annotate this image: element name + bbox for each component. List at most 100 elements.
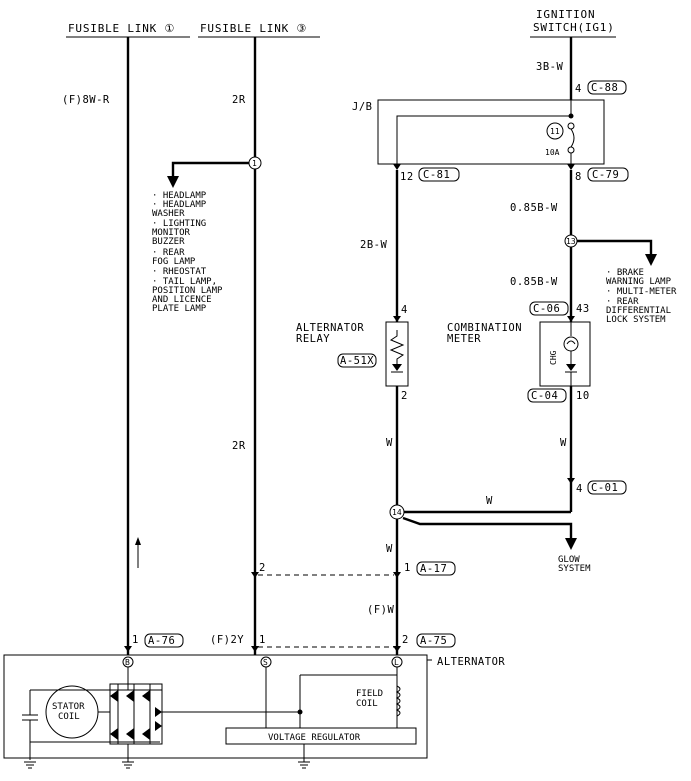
connector-a76 [144,633,184,648]
connector-a51x [337,353,377,368]
wire-label-085bw-b: 0.85B-W [510,276,558,288]
pin-2-a75: 2 [402,634,409,646]
pin-2-relay: 2 [401,390,408,402]
field-coil-icon [395,685,401,717]
wire-label-2r-mid: 2R [232,440,246,452]
connector-c04-label: C-04 [531,390,558,402]
junction-14-label: 14 [392,508,402,517]
arrow-down-icon [567,478,575,484]
field-coil-label-2: COIL [356,699,378,709]
connector-c81-label: C-81 [423,169,450,181]
wire-label-8w-r: (F)8W-R [62,94,110,106]
chg-lamp-filament [566,340,576,345]
relay-coil-icon [389,330,405,364]
arrow-down-icon [251,646,259,652]
stator-label-1: STATOR [52,702,85,712]
relay-diode-icon [392,364,402,371]
jb-label: J/B [352,101,372,113]
voltage-regulator-label: VOLTAGE REGULATOR [268,733,361,743]
alternator-relay [385,321,409,387]
arrow-down-icon [251,572,259,578]
connector-c04 [527,388,567,403]
jb-internal-wire [396,100,572,164]
branch-right-item: WARNING LAMP [606,277,672,287]
glow-label-2: SYSTEM [558,564,591,574]
glow-label-1: GLOW [558,555,580,565]
wire-label-w-lower: W [386,543,393,555]
branch-left-list: · HEADLAMP · HEADLAMP WASHER · LIGHTING … [152,191,223,314]
alt-relay-label-2: RELAY [296,333,330,345]
branch-left-item: FOG LAMP [152,257,196,267]
alternator-label: ALTERNATOR [437,656,505,668]
branch-right-item: · MULTI-METER [606,287,677,297]
comb-meter-label-1: COMBINATION [447,322,522,334]
arrow-down-icon [124,646,132,652]
wire-to-glow [402,516,573,540]
alternator-corner [426,655,432,661]
connector-c01 [587,480,627,495]
arrow-up-icon [135,537,141,545]
fuse-11-marker [546,122,564,140]
fuse-terminal-bottom [567,146,575,154]
connector-a17 [416,561,456,576]
header-fusible-link-1: FUSIBLE LINK ① [68,22,175,35]
connector-c88-label: C-88 [591,82,618,94]
alt-relay-label-1: ALTERNATOR [296,322,364,334]
arrow-down-icon [393,316,401,322]
arrow-glow-icon [565,538,577,550]
branch-left-item: · REAR [152,248,185,258]
chg-lamp-icon [563,336,579,352]
ground-icon [122,744,134,769]
stator-label-2: COIL [58,712,80,722]
arrow-down-icon [567,316,575,322]
branch-left-item: · HEADLAMP [152,200,207,210]
ground-icon [298,761,310,769]
header-ignition-line2: SWITCH(IG1) [533,21,615,34]
chg-label: CHG [549,350,558,365]
fuse-rating: 10A [545,148,560,157]
fuse-terminal-top [567,122,575,130]
branch-right-item: LOCK SYSTEM [606,315,666,325]
wire-label-f2y: (F)2Y [210,634,244,646]
branch-arrow-right-icon [645,254,657,266]
connector-a17-label: A-17 [420,563,447,575]
connector-c79-label: C-79 [592,169,619,181]
pin-43: 43 [576,303,590,315]
branch-left-item: BUZZER [152,237,185,247]
branch-left-item: · TAIL LAMP, [152,277,217,287]
wire-label-w-horizontal: W [486,495,493,507]
wire-label-fw: (F)W [367,604,394,616]
branch-left-item: · LIGHTING [152,219,206,229]
wire-label-w-meter: W [560,437,567,449]
pin-4-relay: 4 [401,304,408,316]
wire-label-w-relay: W [386,437,393,449]
arrow-down-icon [393,164,401,170]
connector-a75 [416,633,456,648]
junction-13-label: 13 [566,237,576,246]
connector-c06 [529,301,569,316]
branch-right-list: · BRAKE WARNING LAMP · MULTI-METER · REA… [606,268,677,325]
connector-c88 [587,80,627,95]
connector-a51x-label: A-51X [340,355,374,367]
pin-2-a17: 2 [259,562,266,574]
pin-1-a17: 1 [404,562,411,574]
branch-wire-left [171,161,249,178]
arrow-down-icon [567,164,575,170]
fuse-icon [570,128,575,148]
connector-c01-label: C-01 [591,482,618,494]
branch-left-item: POSITION LAMP [152,286,223,296]
branch-wire-right [577,239,653,256]
header-ignition-line1: IGNITION [536,8,595,21]
branch-left-item: PLATE LAMP [152,304,207,314]
wire-label-3b-w: 3B-W [536,61,563,73]
branch-left-item: · RHEOSTAT [152,267,207,277]
connector-c06-label: C-06 [533,303,560,315]
jb-node [568,113,574,119]
pin-4-c01: 4 [576,483,583,495]
branch-left-item: MONITOR [152,228,191,238]
terminal-s-label: S [263,658,268,667]
wire-label-085bw-a: 0.85B-W [510,202,558,214]
pin-1-a75: 1 [259,634,266,646]
branch-left-item: AND LICENCE [152,295,212,305]
ground-icon [24,761,36,769]
